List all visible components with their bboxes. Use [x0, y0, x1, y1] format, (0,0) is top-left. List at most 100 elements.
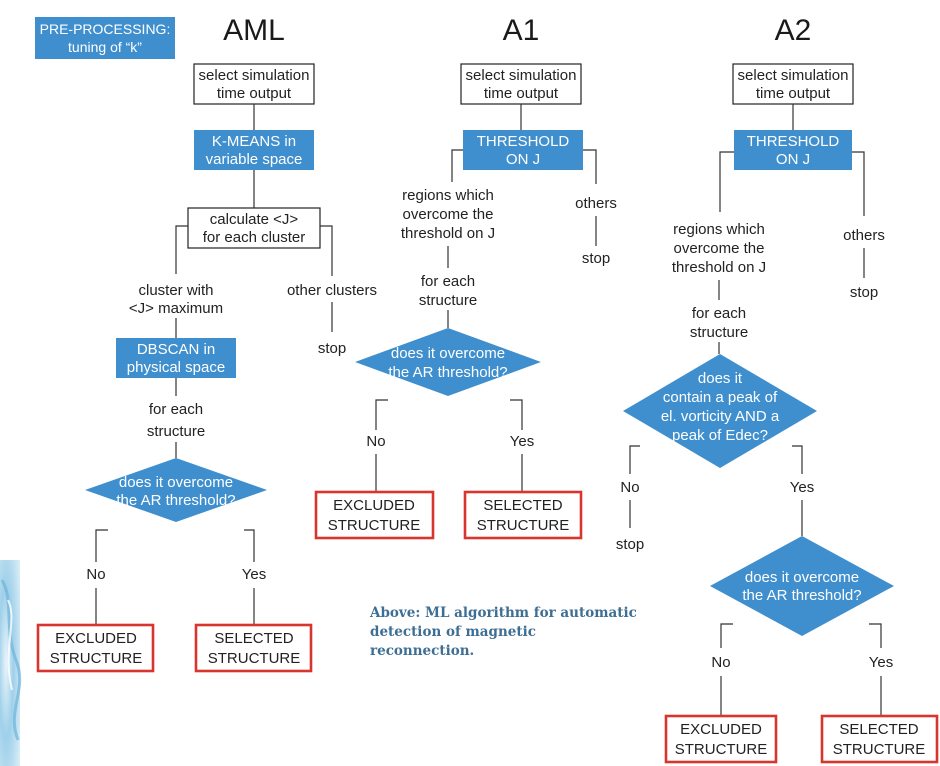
a1-excluded-box: [314, 490, 435, 540]
a2-regions-line3: threshold on J: [672, 259, 766, 276]
preprocessing-box: [35, 17, 175, 59]
a2-for-each-line1: for each: [692, 305, 746, 322]
aml-for-each-line1: for each: [149, 401, 203, 418]
column-title-a2: A2: [775, 14, 812, 47]
a1-excluded-line2: STRUCTURE: [328, 517, 421, 534]
preprocessing-label: PRE-PROCESSING: tuning of “k”: [35, 17, 175, 59]
a1-selected-line1: SELECTED: [483, 497, 562, 514]
aml-max-branch-line2: <J> maximum: [129, 300, 223, 317]
a2-peak-line3: el. vorticity AND a: [661, 408, 780, 425]
aml-excluded-line2: STRUCTURE: [50, 650, 143, 667]
a1-excluded-line1: EXCLUDED: [333, 497, 415, 514]
a2-excluded-box: [664, 714, 778, 764]
a2-threshold-line2: ON J: [776, 151, 810, 168]
a2-selected-line1: SELECTED: [839, 721, 918, 738]
column-a1: A1 select simulation time output THRESHO…: [314, 14, 617, 540]
a1-selected-line2: STRUCTURE: [477, 517, 570, 534]
preprocessing-line1: PRE-PROCESSING:: [40, 21, 171, 37]
a2-threshold-box: [734, 130, 852, 170]
aml-kmeans-line2: variable space: [206, 151, 303, 168]
a1-for-each-line1: for each: [421, 273, 475, 290]
aml-ar-decision-diamond: [85, 458, 267, 522]
aml-calc-box: [187, 207, 321, 249]
a2-no-label: No: [620, 479, 639, 496]
column-a2: A2 select simulation time output THRESHO…: [616, 14, 939, 764]
aml-selected-box: [194, 623, 313, 673]
aml-select-line2: time output: [217, 85, 292, 102]
a2-select-line1: select simulation: [738, 67, 849, 84]
preprocessing-line2: tuning of “k”: [68, 39, 142, 55]
a1-regions-line2: overcome the: [403, 206, 494, 223]
a2-excluded-line1: EXCLUDED: [680, 721, 762, 738]
column-title-aml: AML: [223, 14, 285, 47]
a2-selected-box: [820, 714, 939, 764]
a2-peak-line4: peak of Edec?: [672, 427, 768, 444]
aml-excluded-box: [36, 623, 155, 673]
a2-select-line2: time output: [756, 85, 831, 102]
a2-regions-line2: overcome the: [674, 240, 765, 257]
aml-for-each-line2: structure: [147, 423, 205, 440]
caption-line3: reconnection.: [370, 643, 474, 659]
aml-calc-line1: calculate <J>: [210, 211, 299, 228]
a2-for-each-line2: structure: [690, 324, 748, 341]
aml-kmeans-box: [194, 130, 314, 170]
a2-yes2-label: Yes: [869, 654, 893, 671]
a2-select-box: [732, 63, 854, 105]
background-swirl-image: [0, 560, 22, 766]
aml-kmeans-line1: K-MEANS in: [212, 133, 296, 150]
aml-other-clusters-label: other clusters: [287, 282, 377, 299]
a1-select-line2: time output: [484, 85, 559, 102]
aml-selected-line1: SELECTED: [214, 630, 293, 647]
aml-decision-line1: does it overcome: [119, 474, 233, 491]
caption-line2: detection of magnetic: [370, 624, 536, 640]
column-title-a1: A1: [503, 14, 540, 47]
a2-peak-line1: does it: [698, 370, 743, 387]
aml-calc-line2: for each cluster: [203, 229, 306, 246]
a2-peak-decision-diamond: [623, 354, 817, 468]
a1-select-box: [460, 63, 582, 105]
a2-decision-line2: the AR threshold?: [742, 587, 861, 604]
a2-no2-label: No: [711, 654, 730, 671]
a1-threshold-line1: THRESHOLD: [477, 133, 570, 150]
a1-threshold-box: [463, 130, 583, 170]
aml-selected-line2: STRUCTURE: [208, 650, 301, 667]
aml-dbscan-line2: physical space: [127, 359, 225, 376]
a2-peak-line2: contain a peak of: [663, 389, 778, 406]
a1-no-label: No: [366, 433, 385, 450]
a2-excluded-line2: STRUCTURE: [675, 741, 768, 758]
aml-max-branch-line1: cluster with: [138, 282, 213, 299]
column-aml: AML select simulation time output K-MEAN…: [36, 14, 377, 673]
a2-ar-decision-diamond: [710, 536, 894, 636]
a2-decision-line1: does it overcome: [745, 569, 859, 586]
a1-others-label: others: [575, 195, 617, 212]
aml-no-label: No: [86, 566, 105, 583]
a1-select-line1: select simulation: [466, 67, 577, 84]
aml-stop-label: stop: [318, 340, 346, 357]
a2-stop-label: stop: [850, 284, 878, 301]
a1-selected-box: [463, 490, 583, 540]
aml-select-box: [193, 63, 315, 105]
aml-dbscan-line1: DBSCAN in: [137, 341, 215, 358]
a2-others-label: others: [843, 227, 885, 244]
caption-line1: Above: ML algorithm for automatic: [369, 605, 637, 621]
aml-dbscan-box: [116, 338, 236, 378]
a2-regions-line1: regions which: [673, 221, 765, 238]
a2-selected-line2: STRUCTURE: [833, 741, 926, 758]
aml-excluded-line1: EXCLUDED: [55, 630, 137, 647]
a1-ar-decision-diamond: [355, 328, 541, 396]
a1-threshold-line2: ON J: [506, 151, 540, 168]
a2-threshold-line1: THRESHOLD: [747, 133, 840, 150]
a1-for-each-line2: structure: [419, 292, 477, 309]
a2-no-stop-label: stop: [616, 536, 644, 553]
aml-yes-label: Yes: [242, 566, 266, 583]
aml-select-line1: select simulation: [199, 67, 310, 84]
a1-yes-label: Yes: [510, 433, 534, 450]
a1-regions-line1: regions which: [402, 187, 494, 204]
a1-decision-line1: does it overcome: [391, 345, 505, 362]
figure-caption: Above: ML algorithm for automatic detect…: [369, 605, 637, 659]
a1-stop-label: stop: [582, 250, 610, 267]
a1-regions-line3: threshold on J: [401, 225, 495, 242]
aml-decision-line2: the AR threshold?: [116, 492, 235, 509]
